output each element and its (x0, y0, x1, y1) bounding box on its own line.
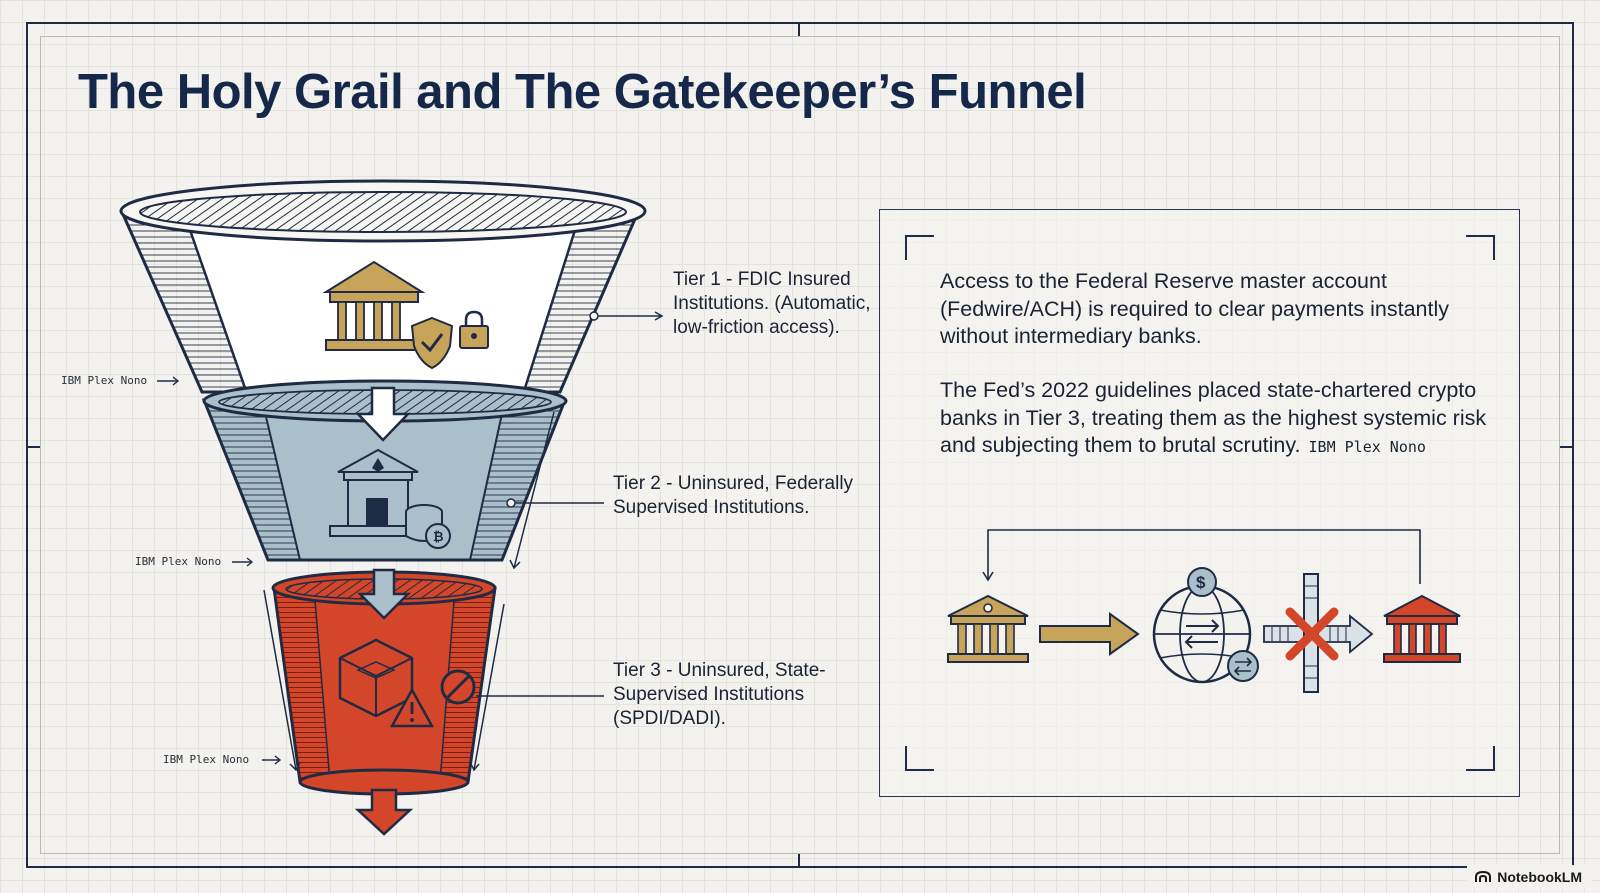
side-note-2: IBM Plex Nono (135, 555, 222, 568)
info-paragraph-2: The Fed’s 2022 guidelines placed state-c… (940, 377, 1490, 462)
info-paragraph-1: Access to the Federal Reserve master acc… (940, 269, 1450, 348)
inner-frame (40, 36, 1560, 854)
tier-2-label: Tier 2 - Uninsured, Federally Supervised… (613, 473, 854, 518)
lock-icon (459, 310, 489, 349)
leader-line-tier-1 (589, 311, 664, 321)
notebooklm-logo-icon (1475, 871, 1492, 882)
coin-stack-icon: ₿ (405, 504, 451, 549)
globe-dollar-icon: $ (1152, 567, 1259, 684)
loop-arrow (982, 529, 1421, 584)
page-title: The Holy Grail and The Gatekeeper’s Funn… (78, 65, 1087, 119)
prohibited-icon (440, 669, 476, 705)
bank-red-icon (1383, 594, 1461, 663)
side-note-3: IBM Plex Nono (163, 753, 250, 766)
corner-brackets (905, 235, 1495, 771)
bank-ethereum-icon (329, 448, 427, 537)
tier-1-label: Tier 1 - FDIC Insured Institutions. (Aut… (673, 269, 871, 338)
blocked-arrow-icon (1263, 573, 1374, 693)
side-note-arrows (157, 376, 282, 765)
side-note-1: IBM Plex Nono (61, 374, 148, 387)
frame-tick-bottom (798, 854, 800, 868)
notebooklm-badge: NotebookLM (1467, 865, 1592, 889)
bank-icon (322, 260, 426, 351)
svg-text:$: $ (1196, 573, 1206, 592)
outer-frame (26, 22, 1574, 868)
arrow-right-icon (1039, 612, 1140, 656)
tier-3-label: Tier 3 - Uninsured, State-Supervised Ins… (613, 660, 826, 729)
arrow-down-icon (355, 386, 411, 442)
frame-tick-top (798, 22, 800, 36)
info-panel (879, 209, 1520, 797)
badge-label: NotebookLM (1497, 869, 1582, 885)
frame-tick-right (1560, 446, 1574, 448)
shield-check-icon (410, 316, 454, 370)
svg-text:₿: ₿ (433, 529, 444, 544)
arrow-down-icon (356, 568, 412, 620)
info-paragraph-2-text: The Fed’s 2022 guidelines placed state-c… (940, 378, 1487, 457)
frame-tick-left (26, 446, 40, 448)
arrow-down-icon (354, 788, 414, 836)
cube-icon (338, 638, 414, 718)
side-arrow-lines (263, 411, 555, 772)
warning-icon (389, 687, 435, 728)
info-paragraph-2-mono: IBM Plex Nono (1308, 438, 1426, 456)
leader-line-tier-2 (506, 498, 604, 508)
bank-gold-icon (947, 594, 1029, 663)
